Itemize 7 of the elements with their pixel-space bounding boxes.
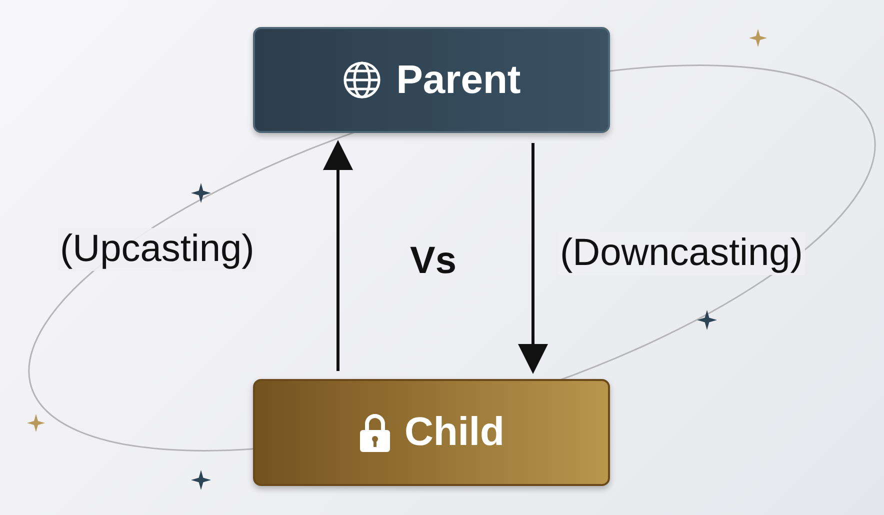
class-name: Parent: [396, 58, 521, 102]
class-box: [253, 27, 610, 133]
arrow: [323, 140, 353, 371]
class-name: Child: [404, 410, 504, 455]
versus-text: Vs: [410, 240, 456, 283]
arrow: [518, 143, 548, 374]
class-box: [253, 379, 610, 486]
